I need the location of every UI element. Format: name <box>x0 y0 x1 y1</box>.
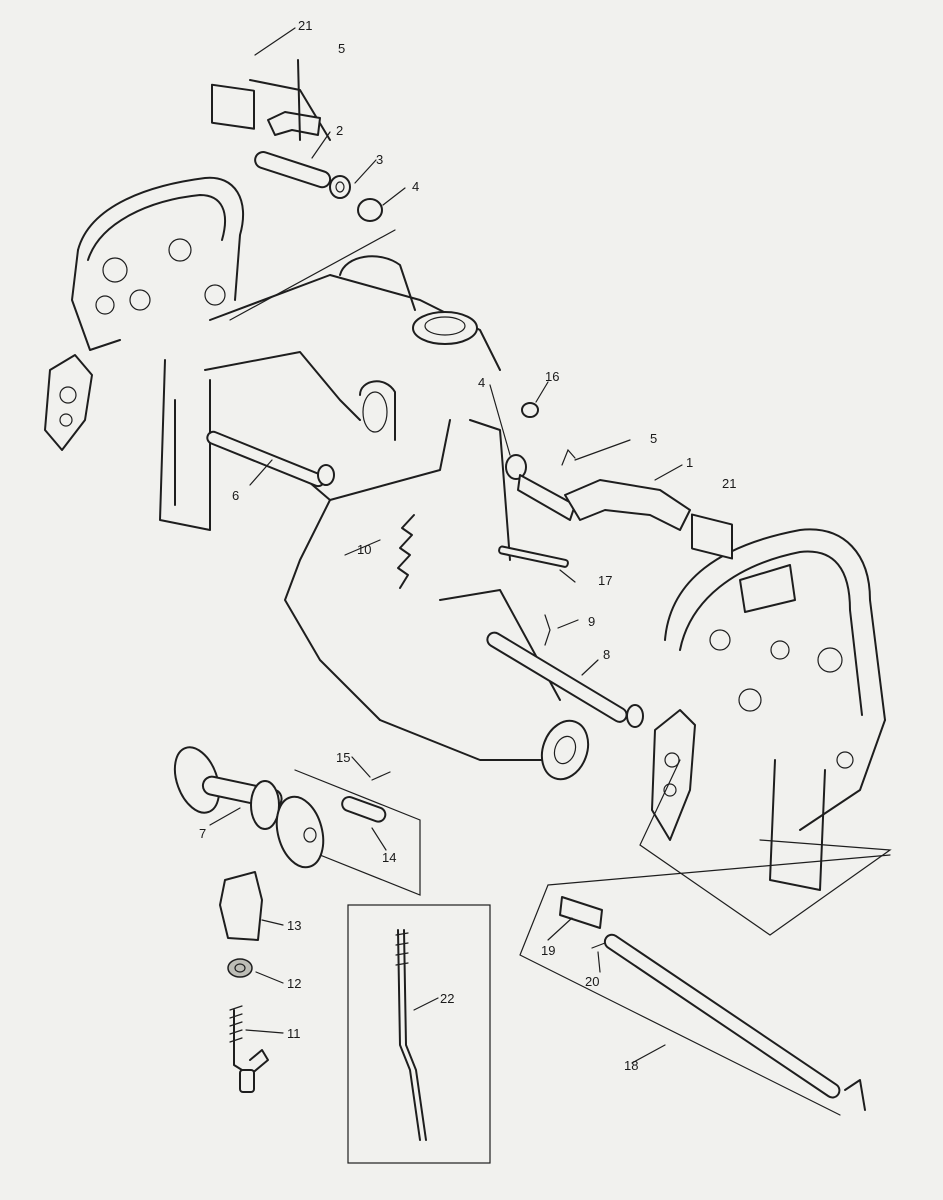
callout-2: 2 <box>336 123 343 138</box>
callout-labels: 21 5 2 3 4 4 16 5 1 21 6 10 17 9 8 15 7 … <box>199 18 736 1073</box>
callout-6: 6 <box>232 488 239 503</box>
tilt-tube-assembly <box>519 854 891 1116</box>
callout-11: 11 <box>287 1026 301 1041</box>
callout-14: 14 <box>382 850 396 865</box>
leader-lines <box>209 27 683 1064</box>
callout-20: 20 <box>585 974 599 989</box>
callout-10: 10 <box>357 542 371 557</box>
callout-4-right: 4 <box>478 375 485 390</box>
callout-1: 1 <box>686 455 693 470</box>
swivel-pin-6 <box>206 430 335 488</box>
callout-13: 13 <box>287 918 301 933</box>
left-clamp-bracket <box>44 176 245 531</box>
callout-21-right: 21 <box>722 476 736 491</box>
callout-16: 16 <box>545 369 559 384</box>
callout-18: 18 <box>624 1058 638 1073</box>
callout-5-right: 5 <box>650 431 657 446</box>
tilt-lock-assembly <box>173 746 421 1093</box>
callout-15: 15 <box>336 750 350 765</box>
callout-12: 12 <box>287 976 301 991</box>
swivel-bracket <box>204 255 590 781</box>
tilt-spring-and-pins <box>344 514 644 728</box>
callout-9: 9 <box>588 614 595 629</box>
callout-8: 8 <box>603 647 610 662</box>
callout-21-top: 21 <box>298 18 312 33</box>
callout-5-top: 5 <box>338 41 345 56</box>
upper-tilt-lever-assembly <box>211 59 396 321</box>
callout-7: 7 <box>199 826 206 841</box>
callout-22: 22 <box>440 991 454 1006</box>
tilt-rod-inset-box <box>347 904 491 1164</box>
callout-3: 3 <box>376 152 383 167</box>
callout-17: 17 <box>598 573 612 588</box>
right-tilt-lever-assembly <box>505 402 733 560</box>
callout-4-top: 4 <box>412 179 419 194</box>
right-clamp-bracket <box>639 528 892 936</box>
callout-19: 19 <box>541 943 555 958</box>
